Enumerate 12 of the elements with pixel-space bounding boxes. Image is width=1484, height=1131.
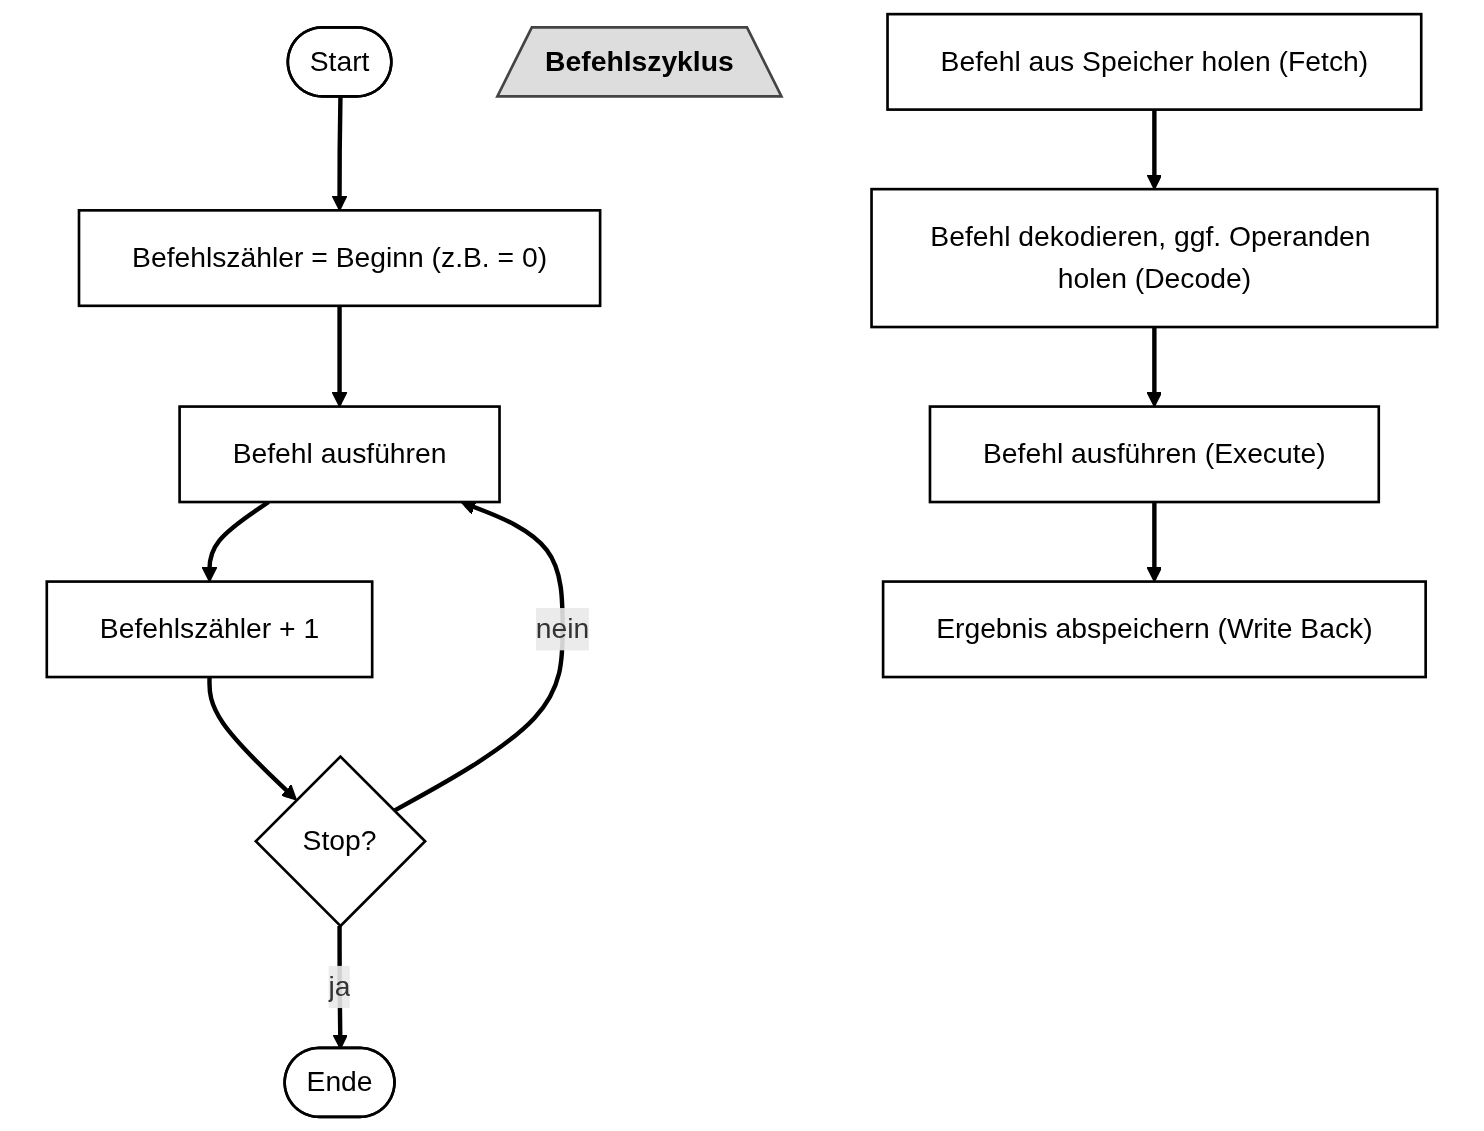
node-box: Befehl aus Speicher holen (Fetch) <box>886 12 1423 111</box>
node-diamond: Stop? <box>253 754 427 928</box>
edge-label: nein <box>535 613 590 644</box>
edge-label: ja <box>328 971 351 1002</box>
arrow <box>1146 109 1163 190</box>
node-box: Befehl ausführen <box>178 405 501 504</box>
node-box: Ergebnis abspeichern (Write Back) <box>881 580 1427 679</box>
node-box: Befehl dekodieren, ggf. Operanden holen (Decode) <box>870 187 1439 329</box>
node-box: Befehlszähler = Beginn (z.B. = 0) <box>77 209 602 308</box>
node-box: Befehlszähler + 1 <box>45 580 374 679</box>
arrow <box>207 677 297 801</box>
node-box: Befehl ausführen (Execute) <box>928 405 1381 504</box>
